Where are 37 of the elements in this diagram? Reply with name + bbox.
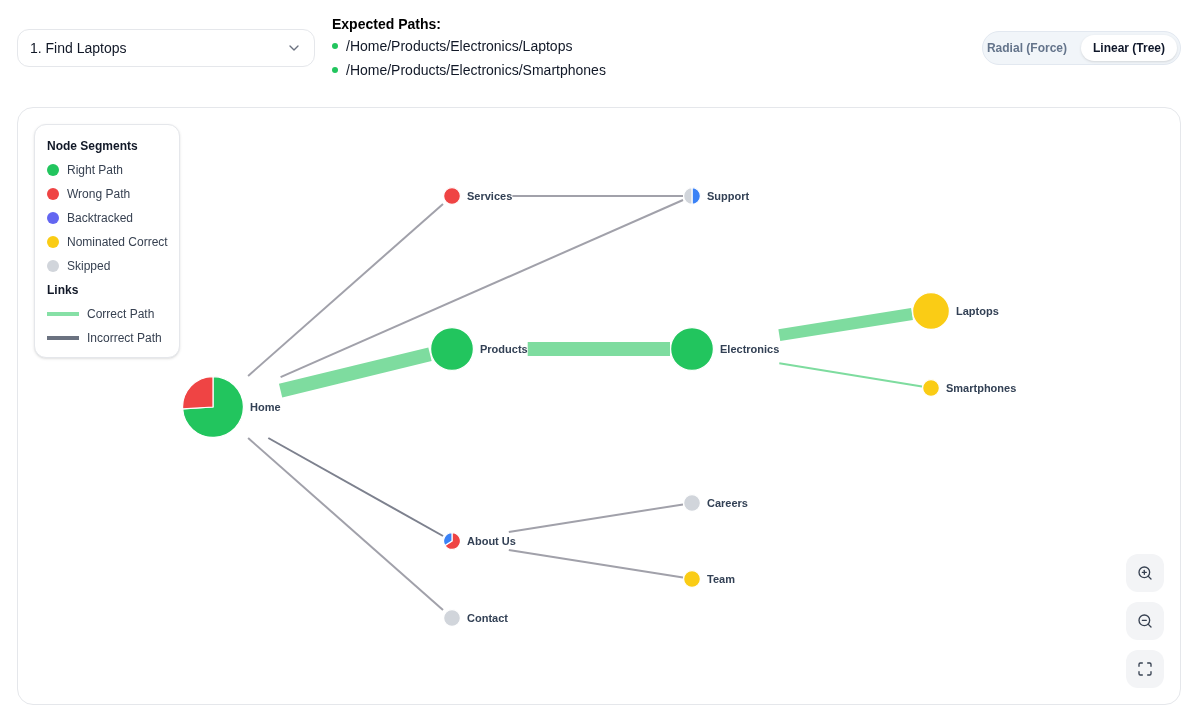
link-line [511, 195, 684, 197]
node-label: Services [467, 189, 513, 204]
path-text: /Home/Products/Electronics/Laptops [346, 37, 573, 56]
link-line [527, 342, 670, 356]
node-label: Smartphones [946, 381, 1017, 396]
legend-heading: Links [47, 282, 79, 298]
link-line [247, 202, 444, 377]
section-heading: Expected Paths: [332, 15, 442, 34]
link-line [507, 503, 684, 533]
node-label: Team [707, 572, 735, 587]
link-line [507, 549, 684, 579]
node-label: Home [250, 400, 281, 415]
task-dropdown: 1. Find Laptops [17, 29, 315, 67]
node-label: Laptops [956, 304, 999, 319]
legend-text: Correct Path [87, 306, 155, 322]
node-label: Products [480, 342, 528, 357]
radial-view-button: Radial (Force) [976, 35, 1077, 61]
link-line [778, 362, 923, 388]
linear-view-button: Linear (Tree) [1080, 35, 1177, 61]
legend-text: Nominated Correct [67, 234, 168, 250]
node-label: About Us [467, 534, 516, 549]
legend-text: Incorrect Path [87, 330, 162, 346]
legend-heading: Node Segments [47, 138, 138, 154]
link-line [247, 437, 444, 612]
link-line [278, 347, 432, 398]
legend-text: Wrong Path [67, 186, 131, 202]
legend-text: Backtracked [67, 210, 134, 226]
link-line [267, 437, 444, 537]
link-line [778, 308, 913, 342]
legend-text: Skipped [67, 258, 111, 274]
legend-text: Right Path [67, 162, 124, 178]
node-label: Careers [707, 496, 748, 511]
node-label: Contact [467, 611, 508, 626]
path-text: /Home/Products/Electronics/Smartphones [346, 61, 606, 80]
node-label: Electronics [720, 342, 780, 357]
node-label: Support [707, 189, 750, 204]
link-line [279, 199, 684, 379]
